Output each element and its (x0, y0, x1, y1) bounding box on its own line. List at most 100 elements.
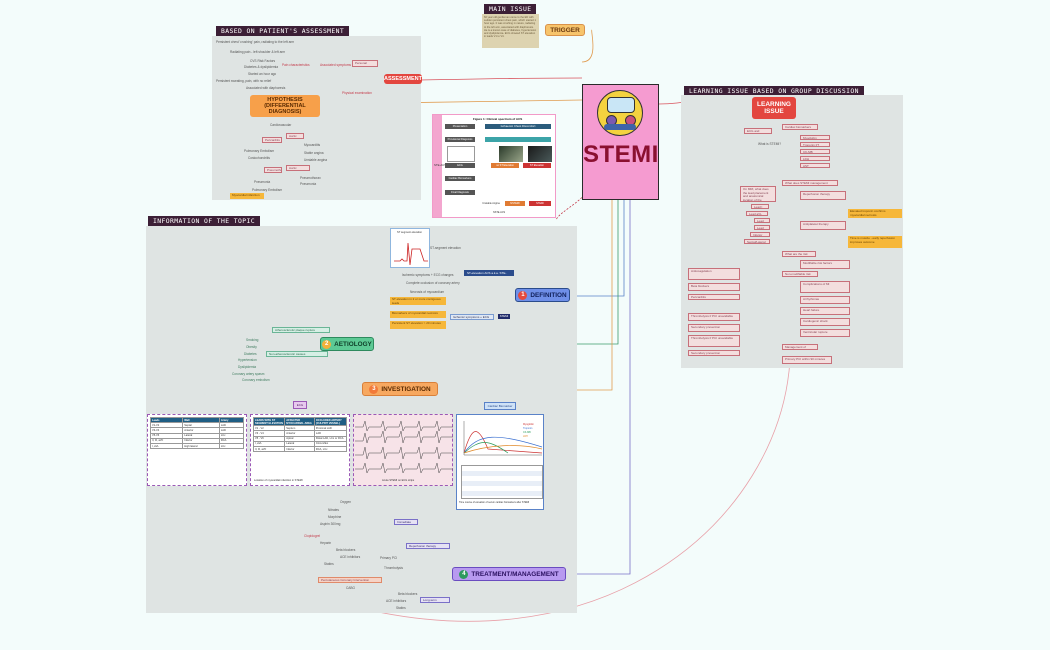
learning-left-item[interactable]: Lead V1 (754, 218, 770, 223)
figure-footnote: NSTE-ACS (493, 211, 506, 214)
treatment-item: Clopidogrel (304, 534, 321, 538)
learning-right-item[interactable]: Reperfusion therapy (800, 191, 846, 200)
history-item: Persistent chest 'crushing' pain, radiat… (216, 40, 295, 44)
definition-ybox[interactable]: Persistent ST elevation > 20 minutes (390, 321, 446, 329)
treatment-number: 4 (459, 569, 469, 579)
learning-right-item[interactable]: Modifiable risk factors (800, 260, 850, 269)
treatment-item: Morphine (328, 515, 342, 519)
treatment-group[interactable]: Long-term therapy (420, 597, 450, 603)
learning-right-item[interactable]: Management of STEMI (782, 344, 818, 350)
ddx-item: Pulmonary Embolism (244, 149, 275, 153)
treatment-highlight[interactable]: Percutaneous Coronary Intervention (318, 577, 382, 583)
central-node[interactable]: STEMI (582, 84, 659, 200)
definition-criteria-box[interactable]: Ischemic symptoms + ECG changes (450, 314, 494, 320)
learning-right-item[interactable]: Myoglobin (800, 135, 830, 140)
ddx-item: Pneumonia (254, 180, 271, 184)
learning-left-item[interactable]: Inferior (750, 232, 770, 237)
marker-caption: Time course of elevation of serum cardia… (459, 501, 530, 504)
aetiology-item: Hypertension (238, 358, 257, 362)
learning-left-item[interactable]: Anticoagulation (688, 268, 740, 280)
investigation-number: 3 (369, 384, 379, 394)
ddx-highlight[interactable]: Myocardial infarction (230, 193, 264, 199)
learning-highlight[interactable]: Elevated troponin confirms myocardial ne… (848, 209, 902, 218)
definition-ste-acs[interactable]: ST-elevation ACS a.k.a. STE-ACS (464, 270, 514, 276)
learning-left-item[interactable]: Lead aVL (746, 211, 768, 216)
learning-right-item[interactable]: Antiplatelet therapy (800, 221, 846, 230)
learning-right-item[interactable]: Cardiogenic shock (800, 318, 850, 326)
learning-left-item[interactable]: Septal/Lateral (744, 239, 770, 244)
ddx-item: Unstable angina (304, 158, 328, 162)
table-caption: Location of myocardial infarction in STE… (254, 479, 303, 482)
learning-right-item[interactable]: What are the risk factors? (782, 251, 816, 257)
ddx-item: Pneumothorax (300, 176, 321, 180)
learning-highlight[interactable]: Time is muscle - early reperfusion impro… (848, 236, 902, 248)
assessment-panel (212, 36, 421, 200)
treatment-group[interactable]: Reperfusion therapy (406, 543, 450, 549)
learning-left-item[interactable]: Lead V2 (754, 225, 770, 230)
ddx-item[interactable]: Aortic Dissection (286, 133, 304, 139)
learning-left-item[interactable]: Thrombolysis if PCI unavailable (688, 313, 740, 321)
learning-right-item[interactable]: Ventricular rupture (800, 329, 850, 337)
aetiology-item: Diabetes (244, 352, 257, 356)
aetiology-group[interactable]: Non-atherosclerotic causes (266, 351, 328, 357)
learning-right-item[interactable]: Cardiac biomarkers tests (782, 124, 818, 130)
figure-row-label: Provisional Diagnosis (445, 137, 475, 142)
learning-issue-node[interactable]: LEARNING ISSUE (752, 97, 796, 119)
learning-left-item[interactable]: Thrombolysis if PCI unavailable (688, 335, 740, 347)
learning-right-item[interactable]: Troponin I/T (800, 142, 830, 147)
learning-left-item[interactable]: Secondary prevention (688, 324, 740, 332)
table-header: LEADS WITH ST SEGMENT ELEVATION (252, 416, 286, 427)
investigation-node[interactable]: 3 INVESTIGATION (362, 382, 438, 396)
ecg-tag[interactable]: ECG (293, 401, 307, 409)
stemi-tag[interactable]: STEMI (498, 314, 510, 319)
learning-left-item[interactable]: Lead I (751, 204, 769, 209)
ecg-trace (394, 242, 428, 266)
aetiology-item: Dyslipidemia (238, 365, 257, 369)
treatment-node[interactable]: 4 TREATMENT/MANAGEMENT (452, 567, 566, 581)
teamwork-icon (597, 90, 643, 136)
learning-left-item[interactable]: On MRI, what does the lead placement and… (740, 186, 776, 202)
figure-ecg-thumb (447, 146, 475, 162)
learning-left-item[interactable]: ECG and Troponin (744, 128, 772, 134)
learning-right-item[interactable]: What does STEMI management include? (782, 180, 838, 186)
acs-spectrum-figure: STE-ACS Figure 1: Clinical spectrum of A… (432, 114, 556, 218)
marker-table-image (461, 465, 543, 499)
cardiac-biomarker-tag[interactable]: Cardiac Biomarker (484, 402, 516, 410)
learning-right-item[interactable]: CK-MB (800, 149, 830, 154)
treatment-item: Statins (324, 562, 334, 566)
ddx-item[interactable]: Aortic dissection (286, 165, 310, 171)
learning-right-item[interactable]: Primary PCI within 90 minutes (782, 356, 832, 364)
ddx-item[interactable]: Pneumothorax (264, 167, 282, 173)
aetiology-node[interactable]: 2 AETIOLOGY (320, 337, 374, 351)
figure-angiogram-image (528, 146, 552, 162)
ddx-root: Cardiovascular (270, 123, 292, 127)
figure-side-label-bar (433, 115, 442, 217)
stemi-location-table: LEADS WITH ST SEGMENT ELEVATION AFFECTED… (250, 414, 350, 486)
trigger-node[interactable]: TRIGGER (545, 24, 585, 36)
ddx-item[interactable]: Pericarditis (262, 137, 282, 143)
history-item: Persistent sweating, pain, with no relie… (216, 79, 272, 83)
learning-right-item[interactable]: Non-modifiable risk factors (782, 271, 818, 277)
definition-node[interactable]: 1 DEFINITION (515, 288, 570, 302)
figure-row-label: Final Diagnosis (445, 190, 475, 195)
history-item: Radiating pain - left shoulder & left ar… (230, 50, 286, 54)
trigger-text-box: 60 year old gentleman came to the ED wit… (482, 14, 539, 48)
assessment-section-title: BASED ON PATIENT'S ASSESSMENT (216, 26, 350, 36)
aetiology-group[interactable]: Atherosclerotic plaque rupture (272, 327, 330, 333)
definition-ybox[interactable]: ST elevation in 2 or more contiguous lea… (390, 297, 446, 305)
learning-right-item[interactable]: Heart failure (800, 307, 850, 315)
learning-right-item[interactable]: AST (800, 163, 830, 168)
learning-right-item[interactable]: LDH (800, 156, 830, 161)
hypothesis-node[interactable]: HYPOTHESIS (DIFFERENTIAL DIAGNOSIS) (250, 95, 320, 117)
learning-left-item[interactable]: Secondary prevention (688, 350, 740, 356)
assessment-mid-box[interactable]: Personal history (352, 60, 378, 67)
assessment-node[interactable]: ASSESSMENT (384, 74, 422, 84)
learning-right-item[interactable]: Complications of MI (800, 281, 850, 293)
definition-ybox[interactable]: Biomarkers of myocardial necrosis (390, 311, 446, 318)
treatment-group[interactable]: Immediate management (MONA) (394, 519, 418, 525)
learning-left-item[interactable]: Beta blockers (688, 283, 740, 291)
learning-right-item[interactable]: Arrhythmias (800, 296, 850, 304)
learning-left-item[interactable]: Pericarditis (688, 294, 740, 300)
